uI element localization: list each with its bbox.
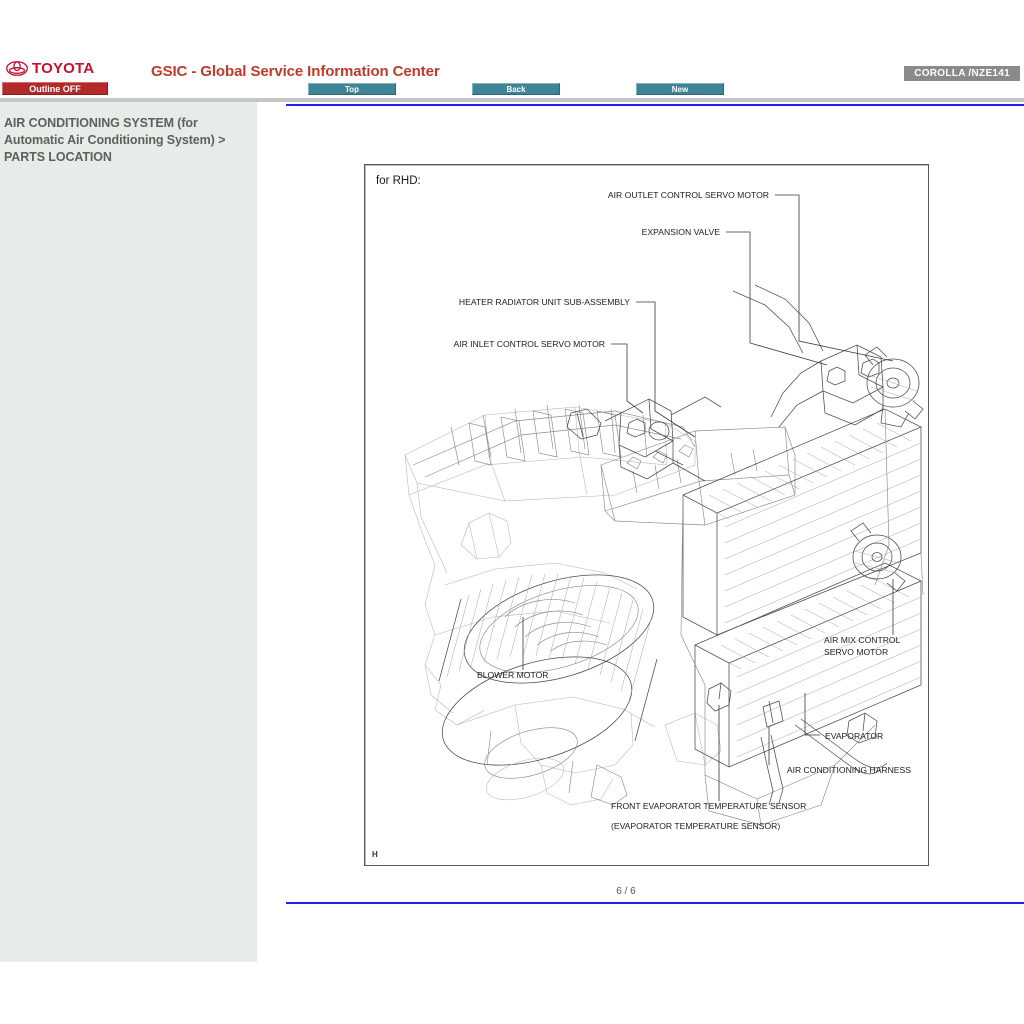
figure-corner-mark: H [372,850,378,859]
brand-logo: TOYOTA [6,61,94,76]
hvac-unit-drawing [404,284,924,826]
parts-location-figure: for RHD: H [364,164,929,866]
figure-drawing: AIR OUTLET CONTROL SERVO MOTOR EXPANSION… [404,190,924,831]
callout-evaporator: EVAPORATOR [825,731,883,741]
figure-callouts: AIR OUTLET CONTROL SERVO MOTOR EXPANSION… [453,190,911,831]
page-indicator: 6 / 6 [616,886,636,897]
heater-core [682,408,922,636]
callout-expansion-valve: EXPANSION VALVE [642,227,721,237]
callout-servo-motor: SERVO MOTOR [824,647,888,657]
header-divider [0,98,1024,102]
sidebar-panel: AIR CONDITIONING SYSTEM (for Automatic A… [0,102,257,962]
air-mix-servo [850,522,906,592]
callout-air-mix-control: AIR MIX CONTROL [824,635,901,645]
toyota-emblem-icon [6,61,28,76]
content-bottom-divider [286,902,1024,904]
nav-button-back[interactable]: Back [472,83,560,95]
nav-button-top[interactable]: Top [308,83,396,95]
page-title: GSIC - Global Service Information Center [151,63,440,80]
breadcrumb[interactable]: AIR CONDITIONING SYSTEM (for Automatic A… [4,116,226,164]
callout-air-inlet-control-servo-motor: AIR INLET CONTROL SERVO MOTOR [453,339,605,349]
vehicle-model-badge: COROLLA /NZE141 [904,66,1020,81]
callout-front-evaporator-temperature-sensor: FRONT EVAPORATOR TEMPERATURE SENSOR [611,801,806,811]
app-header: TOYOTA Outline OFF GSIC - Global Service… [0,58,1024,100]
callout-blower-motor: BLOWER MOTOR [477,670,548,680]
content-top-divider [286,104,1024,106]
air-outlet-servo [864,346,924,428]
document-viewer: for RHD: H [257,102,1024,962]
callout-heater-radiator-unit-sub-assembly: HEATER RADIATOR UNIT SUB-ASSEMBLY [459,297,630,307]
callout-air-conditioning-harness: AIR CONDITIONING HARNESS [787,765,911,775]
blower-fan [438,573,658,806]
nav-button-new[interactable]: New [636,83,724,95]
outline-toggle-button[interactable]: Outline OFF [2,82,108,95]
figure-note-rhd: for RHD: [376,175,421,187]
evaporator-core [694,562,922,768]
brand-name: TOYOTA [32,60,95,77]
callout-air-outlet-control-servo-motor: AIR OUTLET CONTROL SERVO MOTOR [608,190,769,200]
callout-evaporator-temperature-sensor-alt: (EVAPORATOR TEMPERATURE SENSOR) [611,821,780,831]
air-inlet-servo [604,398,674,480]
